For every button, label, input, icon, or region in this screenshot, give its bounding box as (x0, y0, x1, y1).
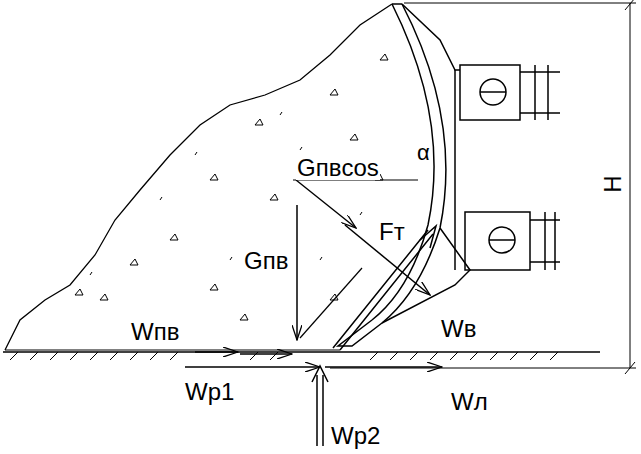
force-label: Wпв (130, 320, 180, 344)
dimension-label: H (601, 174, 625, 193)
force-label: Gпвcos (296, 156, 380, 180)
force-label: Wр2 (330, 424, 381, 448)
force-label: Wр1 (184, 380, 235, 404)
force-label: Fт (378, 220, 406, 244)
force-label: Gпв (243, 249, 289, 273)
angle-symbol: α (416, 142, 431, 164)
force-label: Wл (450, 390, 489, 414)
force-label: Wв (440, 317, 477, 341)
